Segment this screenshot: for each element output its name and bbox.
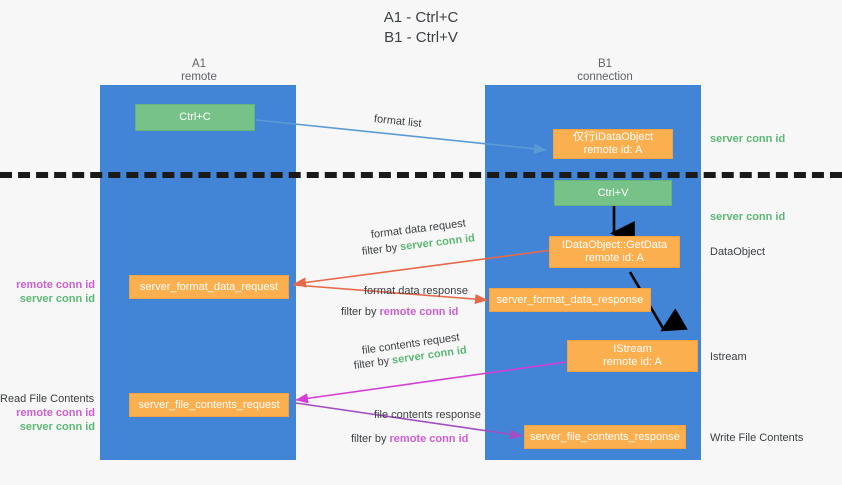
title-line-2: B1 - Ctrl+V: [384, 29, 458, 46]
box-istream[interactable]: IStream remote id: A: [567, 340, 698, 372]
column-a1-name: A1: [191, 58, 207, 70]
arrow-format-list: [255, 119, 547, 154]
left-label-server-conn-id-bottom: server conn id: [19, 421, 95, 433]
box-getdata-title: IDataObject::GetData: [561, 239, 668, 251]
box-getdata[interactable]: IDataObject::GetData remote id: A: [549, 236, 680, 268]
box-ctrl-c[interactable]: Ctrl+C: [135, 104, 255, 131]
box-istream-title: IStream: [613, 343, 652, 355]
right-label-dataobject: DataObject: [710, 246, 766, 258]
left-label-read-file-contents: Read File Contents: [0, 393, 95, 405]
arrow-file-contents-response: [295, 402, 523, 440]
box-ctrl-v[interactable]: Ctrl+V: [554, 180, 672, 206]
filter-key-remote-conn-id: remote conn id: [379, 306, 459, 318]
filter-prefix: filter by: [341, 306, 380, 318]
column-header-a1: A1 remote: [119, 58, 279, 84]
box-server-file-contents-response-label: server_file_contents_response: [530, 430, 680, 443]
phase-separator-line: [0, 172, 842, 178]
box-server-file-contents-response[interactable]: server_file_contents_response: [524, 425, 686, 449]
arrow-format-data-request: [293, 249, 553, 288]
edge-label-format-data-response-filter: filter by remote conn id: [341, 305, 458, 319]
left-label-remote-conn-id-bottom: remote conn id: [16, 407, 95, 419]
box-getdata-remote-id: remote id: A: [585, 252, 644, 264]
box-ctrl-v-label: Ctrl+V: [597, 186, 629, 199]
box-idataobject-title: 仅行IDataObject: [572, 131, 654, 143]
left-label-group-format: remote conn id server conn id: [0, 278, 95, 306]
right-label-write-file-contents: Write File Contents: [710, 432, 804, 444]
column-b1-role: connection: [577, 71, 633, 83]
box-server-format-data-request-label: server_format_data_request: [139, 280, 279, 293]
right-label-server-conn-id-top: server conn id: [710, 133, 786, 145]
left-label-remote-conn-id: remote conn id: [16, 279, 95, 291]
box-server-file-contents-request-label: server_file_contents_request: [138, 398, 280, 411]
filter-prefix: filter by: [351, 433, 390, 445]
column-header-b1: B1 connection: [525, 58, 685, 84]
right-label-istream: Istream: [710, 351, 747, 363]
box-idataobject-remote-id: remote id: A: [583, 144, 643, 156]
box-server-format-data-response-label: server_format_data_response: [496, 293, 644, 306]
arrow-file-contents-request: [295, 361, 567, 404]
box-server-format-data-request[interactable]: server_format_data_request: [129, 275, 289, 299]
filter-key-remote-conn-id: remote conn id: [389, 433, 469, 445]
column-b1-name: B1: [597, 58, 613, 70]
box-idataobject[interactable]: 仅行IDataObject remote id: A: [553, 129, 673, 159]
right-label-server-conn-id-mid: server conn id: [710, 211, 786, 223]
edge-label-format-data-response: format data response: [364, 285, 468, 297]
box-istream-remote-id: remote id: A: [603, 356, 662, 368]
box-ctrl-c-label: Ctrl+C: [179, 111, 211, 123]
left-label-group-file-contents: Read File Contents remote conn id server…: [0, 392, 95, 434]
edge-label-file-contents-response-filter: filter by remote conn id: [351, 432, 468, 446]
edge-label-file-contents-response: file contents response: [374, 409, 482, 421]
box-server-file-contents-request[interactable]: server_file_contents_request: [129, 393, 289, 417]
title-line-1: A1 - Ctrl+C: [383, 9, 459, 26]
page-title: A1 - Ctrl+C B1 - Ctrl+V: [0, 8, 842, 48]
box-server-format-data-response[interactable]: server_format_data_response: [489, 288, 651, 312]
arrow-format-data-response: [293, 284, 488, 305]
column-a1-role: remote: [181, 71, 217, 83]
left-label-server-conn-id: server conn id: [19, 293, 95, 305]
